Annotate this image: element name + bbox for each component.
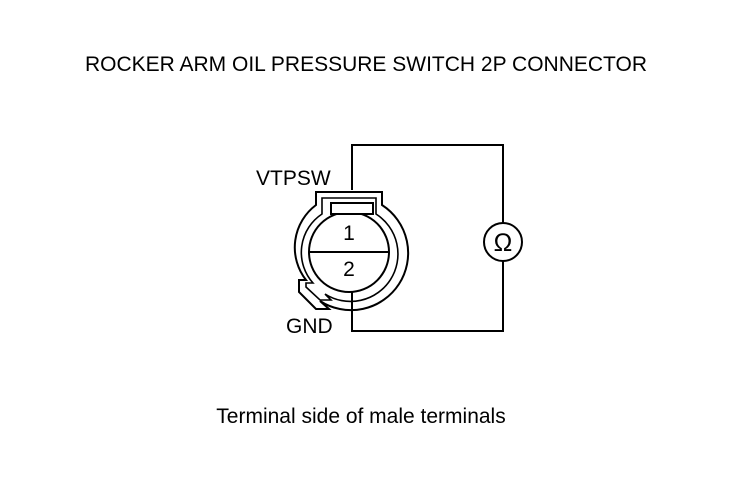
connector-housing (293, 191, 410, 312)
ohmmeter-icon (483, 222, 523, 262)
diagram-caption: Terminal side of male terminals (216, 405, 505, 428)
diagram-title: ROCKER ARM OIL PRESSURE SWITCH 2P CONNEC… (85, 53, 647, 76)
terminal-2-signal-label: GND (286, 315, 333, 338)
connector-housing-inner (300, 197, 399, 303)
terminal-1-signal-label: VTPSW (256, 167, 331, 190)
connector-key (330, 202, 374, 215)
ohm-symbol: Ω (494, 229, 513, 257)
pin-1-label: 1 (343, 222, 355, 245)
pin-2-label: 2 (343, 258, 355, 281)
